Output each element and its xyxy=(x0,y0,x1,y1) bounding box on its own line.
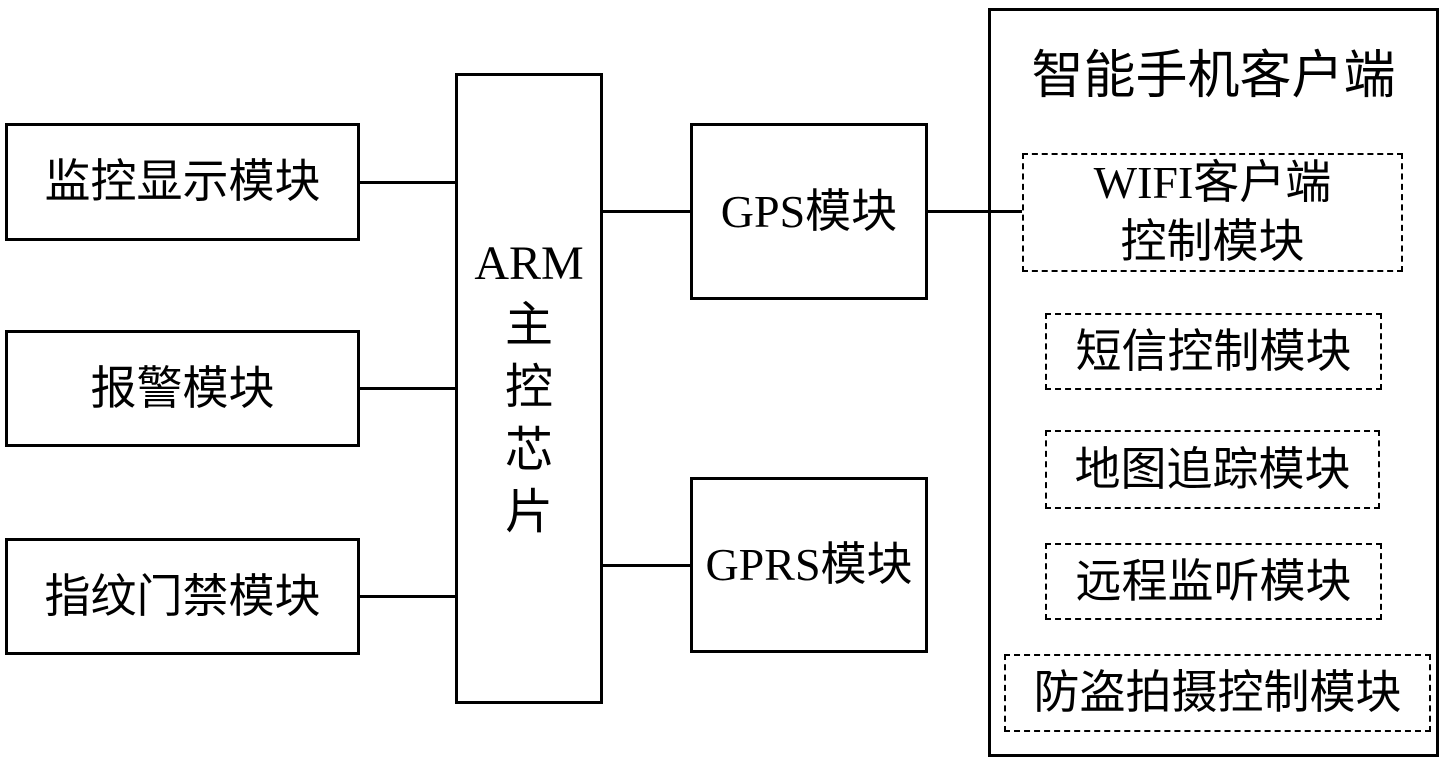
box-map-tracking-module: 地图追踪模块 xyxy=(1045,430,1380,509)
arm-chip-label-line: 主 xyxy=(504,298,553,352)
gps-module-label: GPS模块 xyxy=(720,185,898,237)
connector-arm-to-gprs xyxy=(603,564,690,567)
arm-chip-label-line: 控 xyxy=(504,361,553,415)
connector-gps-to-wifi-client xyxy=(928,210,1022,213)
connector-alarm-to-arm xyxy=(360,387,455,390)
box-antitheft-capture-control-module: 防盗拍摄控制模块 xyxy=(1004,654,1431,732)
sms-control-module-label: 短信控制模块 xyxy=(1075,325,1352,377)
box-gprs-module: GPRS模块 xyxy=(690,477,928,653)
gprs-module-label: GPRS模块 xyxy=(705,539,913,591)
antitheft-capture-control-module-label: 防盗拍摄控制模块 xyxy=(1033,667,1402,719)
box-alarm-module: 报警模块 xyxy=(5,330,360,447)
monitor-display-module-label: 监控显示模块 xyxy=(44,156,321,208)
box-wifi-client-control-module: WIFI客户端 控制模块 xyxy=(1022,153,1403,272)
wifi-client-label-line1: WIFI客户端 xyxy=(1093,156,1332,208)
connector-fingerprint-to-arm xyxy=(360,595,455,598)
map-tracking-module-label: 地图追踪模块 xyxy=(1074,443,1351,495)
arm-chip-label-line: 片 xyxy=(504,486,553,540)
box-arm-main-control-chip: ARM 主 控 芯 片 xyxy=(455,73,603,704)
box-sms-control-module: 短信控制模块 xyxy=(1045,313,1382,390)
fingerprint-access-module-label: 指纹门禁模块 xyxy=(44,570,321,622)
alarm-module-label: 报警模块 xyxy=(90,362,275,414)
wifi-client-label-line2: 控制模块 xyxy=(1120,215,1305,267)
remote-listening-module-label: 远程监听模块 xyxy=(1075,555,1352,607)
arm-chip-label-line: 芯 xyxy=(504,423,553,477)
box-monitor-display-module: 监控显示模块 xyxy=(5,123,360,241)
box-gps-module: GPS模块 xyxy=(690,123,928,300)
arm-chip-label-line: ARM xyxy=(474,236,584,290)
box-remote-listening-module: 远程监听模块 xyxy=(1045,543,1382,620)
box-fingerprint-access-module: 指纹门禁模块 xyxy=(5,538,360,655)
connector-monitor-to-arm xyxy=(360,181,455,184)
connector-arm-to-gps xyxy=(603,210,690,213)
wifi-client-control-module-label: WIFI客户端 控制模块 xyxy=(1094,154,1332,272)
smartphone-client-title: 智能手机客户端 xyxy=(1031,48,1396,105)
